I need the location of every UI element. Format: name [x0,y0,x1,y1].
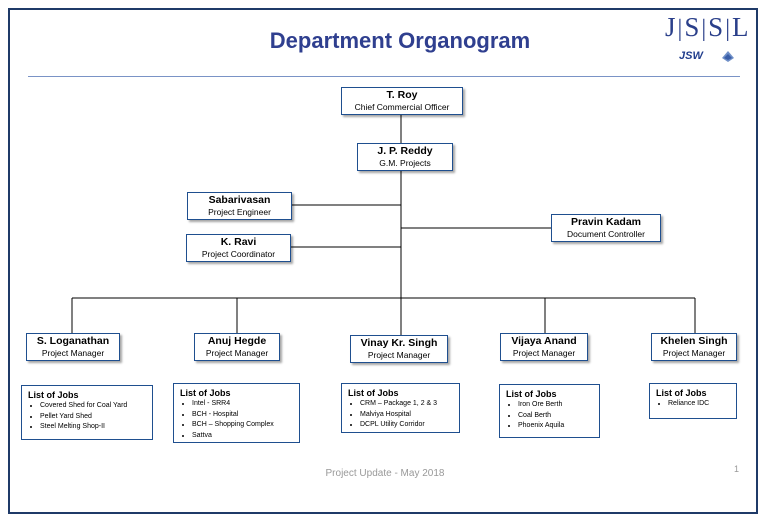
job-item: Malviya Hospital [360,410,453,421]
org-node-jp-reddy: J. P. Reddy G.M. Projects [357,143,453,171]
job-list-title: List of Jobs [28,390,79,400]
node-name: Pravin Kadam [570,216,642,228]
node-role: Document Controller [567,229,645,239]
job-list-title: List of Jobs [506,389,557,399]
node-role: Project Manager [205,348,269,358]
org-node-vinay-kr-singh: Vinay Kr. Singh Project Manager [350,335,448,363]
job-list-title: List of Jobs [656,388,707,398]
node-name: T. Roy [386,89,418,101]
logo-letter: J [665,12,677,42]
node-name: Sabarivasan [208,194,271,206]
org-node-sabarivasan: Sabarivasan Project Engineer [187,192,292,220]
org-node-vijaya-anand: Vijaya Anand Project Manager [500,333,588,361]
node-role: Project Coordinator [201,249,276,259]
node-name: Vijaya Anand [511,335,577,347]
jsw-mark-icon [722,51,734,62]
org-node-anuj-hegde: Anuj Hegde Project Manager [194,333,280,361]
job-list-hegde: List of Jobs Intel - SRR4 BCH - Hospital… [173,383,300,443]
job-item: Covered Shed for Coal Yard [40,401,146,412]
title-divider [28,76,740,77]
node-name: Khelen Singh [660,335,728,347]
job-list-title: List of Jobs [348,388,399,398]
node-name: J. P. Reddy [377,145,433,157]
node-role: Project Manager [367,350,431,360]
job-item: Intel - SRR4 [192,399,293,410]
job-list-title: List of Jobs [180,388,231,398]
node-role: Chief Commercial Officer [354,102,450,112]
node-name: Anuj Hegde [207,335,267,347]
org-node-pravin-kadam: Pravin Kadam Document Controller [551,214,661,242]
job-list-singh: List of Jobs CRM – Package 1, 2 & 3 Malv… [341,383,460,433]
job-item: BCH – Shopping Complex [192,420,293,431]
job-item: Phoenix Aquila [518,421,593,432]
job-list-loganathan: List of Jobs Covered Shed for Coal Yard … [21,385,153,440]
node-name: S. Loganathan [36,335,110,347]
node-role: Project Engineer [208,207,271,217]
job-item: Sattva [192,431,293,442]
node-role: Project Manager [41,348,105,358]
node-role: Project Manager [512,348,576,358]
org-node-s-loganathan: S. Loganathan Project Manager [26,333,120,361]
job-item: Reliance IDC [668,399,730,410]
logo-letter: S [684,12,701,42]
job-item: Iron Ore Berth [518,400,593,411]
org-node-k-ravi: K. Ravi Project Coordinator [186,234,291,262]
page-number: 1 [734,464,740,474]
node-name: Vinay Kr. Singh [360,337,438,349]
job-item: Pellet Yard Shed [40,412,146,423]
logo-letter: L [732,12,750,42]
job-item: BCH - Hospital [192,410,293,421]
slide-footer: Project Update - May 2018 [325,468,445,479]
logo-letter: S [708,12,725,42]
jsw-logo-text: JSW [679,50,703,62]
org-node-khelen-singh: Khelen Singh Project Manager [651,333,737,361]
job-list-anand: List of Jobs Iron Ore Berth Coal Berth P… [499,384,600,438]
job-list-khelen: List of Jobs Reliance IDC [649,383,737,419]
job-item: Steel Melting Shop-II [40,422,146,433]
node-role: Project Manager [662,348,726,358]
logo-letters: J|S|S|L [665,12,750,42]
slide-title: Department Organogram [269,28,531,53]
node-role: G.M. Projects [379,158,431,168]
org-node-t-roy: T. Roy Chief Commercial Officer [341,87,463,115]
job-item: Coal Berth [518,411,593,422]
job-item: CRM – Package 1, 2 & 3 [360,399,453,410]
slide-border [8,8,758,514]
node-name: K. Ravi [220,236,257,248]
jssl-logo: J|S|S|L JSW [665,12,755,72]
job-item: DCPL Utility Corridor [360,420,453,431]
